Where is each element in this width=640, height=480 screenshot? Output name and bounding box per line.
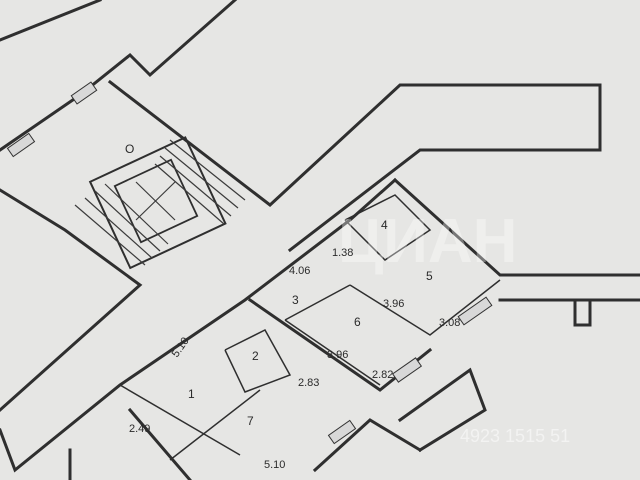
room-label-2: 2 (252, 349, 259, 363)
top-marker: О (125, 142, 134, 156)
dimension-9: 2.49 (129, 423, 150, 435)
dimension-5: 3.08 (439, 317, 460, 329)
dimension-7: 2.82 (372, 369, 393, 381)
watermark-text: ЦИАН (338, 207, 517, 276)
room-label-1: 1 (188, 387, 195, 401)
dimension-8: 2.83 (298, 377, 319, 389)
room-label-5: 5 (426, 269, 433, 283)
room-label-6: 6 (354, 315, 361, 329)
dimension-4: 3.96 (383, 298, 404, 310)
dimension-3: 1.38 (332, 247, 353, 259)
watermark-phone: 4923 1515 51 (460, 426, 570, 446)
room-label-4: 4 (381, 218, 388, 232)
room-label-3: 3 (292, 293, 299, 307)
dimension-2: 4.06 (289, 265, 310, 277)
dimension-6: 3.96 (327, 349, 348, 361)
stairwell (74, 136, 246, 270)
dimension-10: 5.10 (264, 459, 285, 471)
door-markers (6, 81, 493, 445)
room-label-7: 7 (247, 414, 254, 428)
